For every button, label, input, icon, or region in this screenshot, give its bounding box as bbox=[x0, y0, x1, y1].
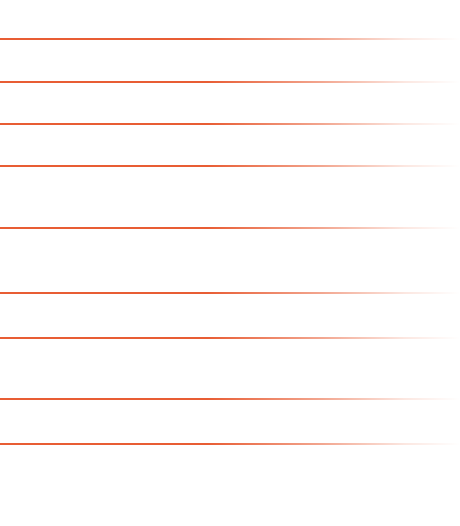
divider-line-9 bbox=[0, 443, 460, 445]
divider-line-2 bbox=[0, 81, 460, 83]
divider-line-7 bbox=[0, 337, 460, 339]
divider-line-5 bbox=[0, 227, 460, 229]
divider-line-4 bbox=[0, 165, 460, 167]
divider-line-8 bbox=[0, 398, 460, 400]
divider-line-6 bbox=[0, 292, 460, 294]
divider-line-3 bbox=[0, 123, 460, 125]
divider-line-1 bbox=[0, 38, 460, 40]
